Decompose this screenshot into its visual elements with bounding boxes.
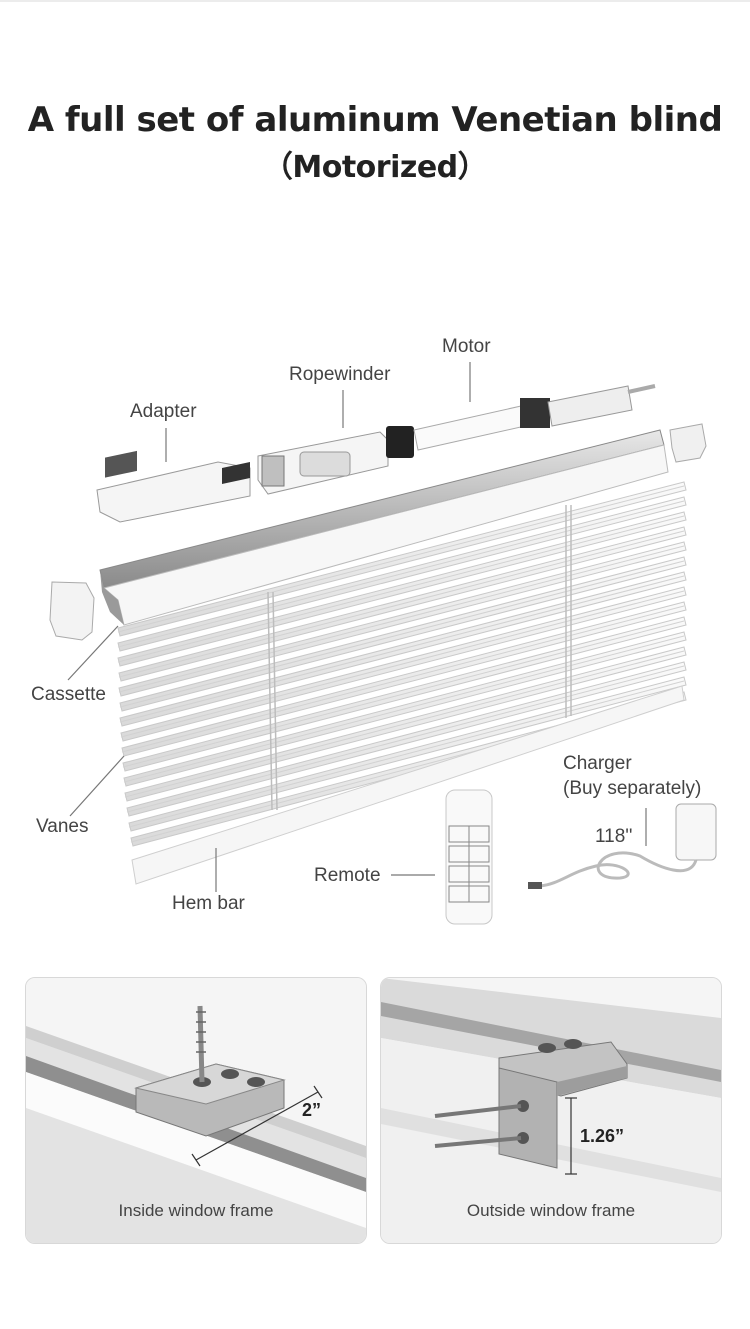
blind-exploded-diagram xyxy=(49,362,717,925)
inside-frame-panel: 2” Inside window frame xyxy=(25,977,367,1244)
cassette-end-cap-left xyxy=(49,581,95,641)
ropewinder-label: Ropewinder xyxy=(289,364,391,385)
remote-label: Remote xyxy=(314,865,381,886)
mounting-depth-dimension: 2” xyxy=(302,1100,322,1120)
motor-label: Motor xyxy=(442,336,491,357)
vanes-leader-line xyxy=(69,755,125,817)
vanes-stack xyxy=(117,481,687,847)
outside-frame-panel: 1.26” Outside window frame xyxy=(380,977,722,1244)
vanes-label: Vanes xyxy=(36,816,89,837)
outside-frame-caption: Outside window frame xyxy=(466,1201,636,1220)
page-subtitle: （Motorized） xyxy=(262,150,488,185)
charger-adapter xyxy=(528,803,717,889)
bracket-height-dimension: 1.26” xyxy=(580,1126,625,1146)
ropewinder-part xyxy=(257,431,389,495)
hem-bar xyxy=(131,685,685,885)
remote-control xyxy=(445,789,493,925)
cable-length-label: 118'' xyxy=(595,826,633,847)
inside-frame-illustration xyxy=(26,978,366,1243)
page-title: A full set of aluminum Venetian blind xyxy=(27,100,723,140)
adapter-part xyxy=(96,450,251,523)
charger-note: (Buy separately) xyxy=(563,778,702,799)
hem-bar-label: Hem bar xyxy=(172,893,245,914)
cassette-leader-line xyxy=(67,625,119,681)
cassette-headrail xyxy=(99,429,669,626)
inside-frame-caption: Inside window frame xyxy=(118,1201,274,1220)
cassette-label: Cassette xyxy=(31,684,106,705)
motor-part xyxy=(386,384,656,458)
charger-label: Charger xyxy=(563,753,632,774)
adapter-label: Adapter xyxy=(130,401,197,422)
top-divider xyxy=(0,0,750,2)
outside-frame-illustration xyxy=(381,978,721,1243)
cassette-end-cap-right xyxy=(669,423,707,463)
